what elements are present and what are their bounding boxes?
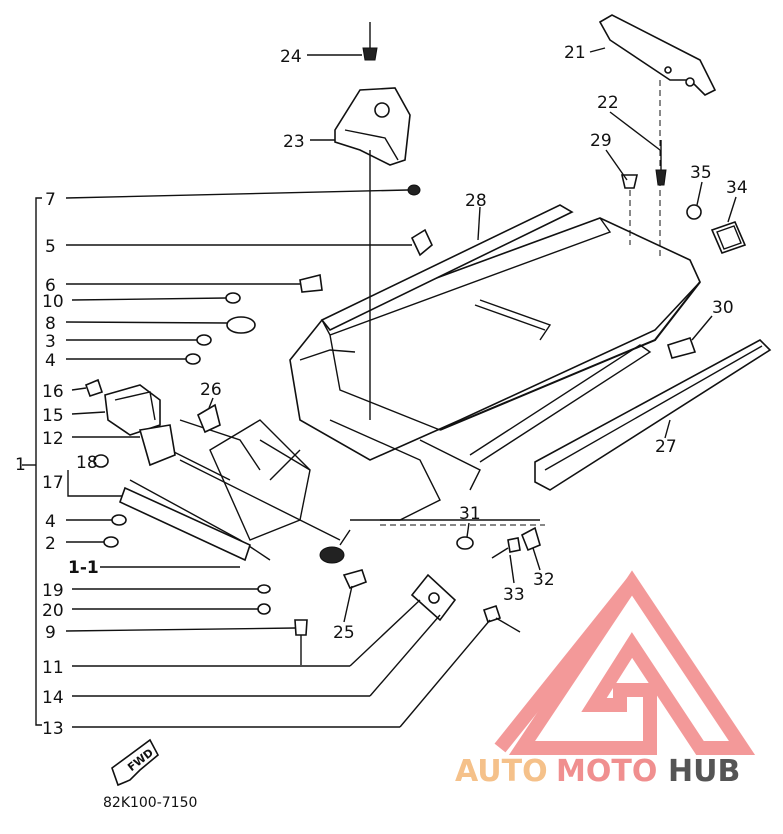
logo-text-hub: HUB: [668, 754, 740, 789]
callout-32: 32: [533, 570, 555, 590]
pin-part-22: [655, 140, 667, 186]
bolt-part-9: [294, 619, 308, 665]
bolt-part-33: [491, 537, 521, 559]
callout-27: 27: [655, 437, 677, 457]
lower-tube: [469, 344, 652, 463]
side-rail-part-27: [534, 339, 772, 491]
assembly-bracket: [22, 197, 125, 726]
callout-4-upper: 4: [45, 351, 56, 371]
bolt-part-24: [362, 22, 378, 61]
callout-5: 5: [45, 237, 56, 257]
leader-lines: [65, 47, 737, 728]
callout-7: 7: [45, 190, 56, 210]
diagram-code: 82K100-7150: [103, 795, 197, 811]
callout-11: 11: [42, 658, 64, 678]
callout-3: 3: [45, 332, 56, 352]
bracket-part-21: [598, 14, 717, 96]
callout-9: 9: [45, 623, 56, 643]
mount-part-23: [334, 87, 411, 166]
bolt-part-13: [482, 604, 521, 633]
callout-1-1: 1-1: [68, 558, 99, 578]
callout-31: 31: [459, 504, 481, 524]
callout-21: 21: [564, 43, 586, 63]
main-frame: [119, 217, 701, 564]
plate-part-14: [410, 573, 457, 622]
callout-30: 30: [712, 298, 734, 318]
logo-text-auto: AUTO: [455, 754, 548, 789]
callout-26: 26: [200, 380, 222, 400]
callout-8: 8: [45, 314, 56, 334]
callout-20: 20: [42, 601, 64, 621]
rail-part-28: [320, 204, 574, 331]
bracket-part-26: [196, 403, 221, 434]
callout-25: 25: [333, 623, 355, 643]
housing-part-15: [104, 384, 161, 436]
bracket-part-32: [520, 526, 541, 552]
housing-part-12: [138, 424, 176, 467]
cap-part-31: [456, 536, 474, 550]
logo-triangle: [508, 570, 756, 755]
callout-10: 10: [42, 292, 64, 312]
callout-24: 24: [280, 47, 302, 67]
automotohub-logo: [494, 570, 756, 755]
cap-part-7: [407, 184, 421, 196]
callout-15: 15: [42, 406, 64, 426]
fwd-arrow-icon: FWD: [111, 738, 160, 787]
bush-part-20: [257, 603, 271, 615]
bolt-part-16: [84, 378, 104, 398]
clip-part-6: [299, 274, 323, 293]
label-part-30: [667, 337, 697, 359]
callout-13: 13: [42, 719, 64, 739]
bush-part-18: [93, 454, 109, 468]
callout-35: 35: [690, 163, 712, 183]
callout-23: 23: [283, 132, 305, 152]
callout-12: 12: [42, 429, 64, 449]
bush-part-10: [225, 292, 241, 304]
callout-14: 14: [42, 688, 64, 708]
callout-29: 29: [590, 131, 612, 151]
callout-33: 33: [503, 585, 525, 605]
clip-part-25: [342, 569, 368, 590]
washer-part-3: [196, 334, 212, 346]
callout-6: 6: [45, 276, 56, 296]
bracket-part-5: [410, 228, 433, 257]
callout-34: 34: [726, 178, 748, 198]
plate-part-34: [710, 221, 747, 254]
callout-19: 19: [42, 581, 64, 601]
callout-2: 2: [45, 534, 56, 554]
washer-part-2: [103, 536, 119, 548]
callout-28: 28: [465, 191, 487, 211]
callout-4-lower: 4: [45, 512, 56, 532]
callout-18: 18: [76, 453, 98, 473]
logo-triangle-side: [494, 578, 638, 753]
callout-16: 16: [42, 382, 64, 402]
mount-part-8: [226, 316, 256, 334]
washer-part-4-upper: [185, 353, 201, 365]
washer-part-19: [257, 584, 271, 594]
grommet-part-35: [686, 204, 702, 220]
callout-1: 1: [15, 455, 26, 475]
callout-22: 22: [597, 93, 619, 113]
washer-part-4-lower: [111, 514, 127, 526]
logo-text-moto: MOTO: [556, 754, 657, 789]
callout-17: 17: [42, 473, 64, 493]
